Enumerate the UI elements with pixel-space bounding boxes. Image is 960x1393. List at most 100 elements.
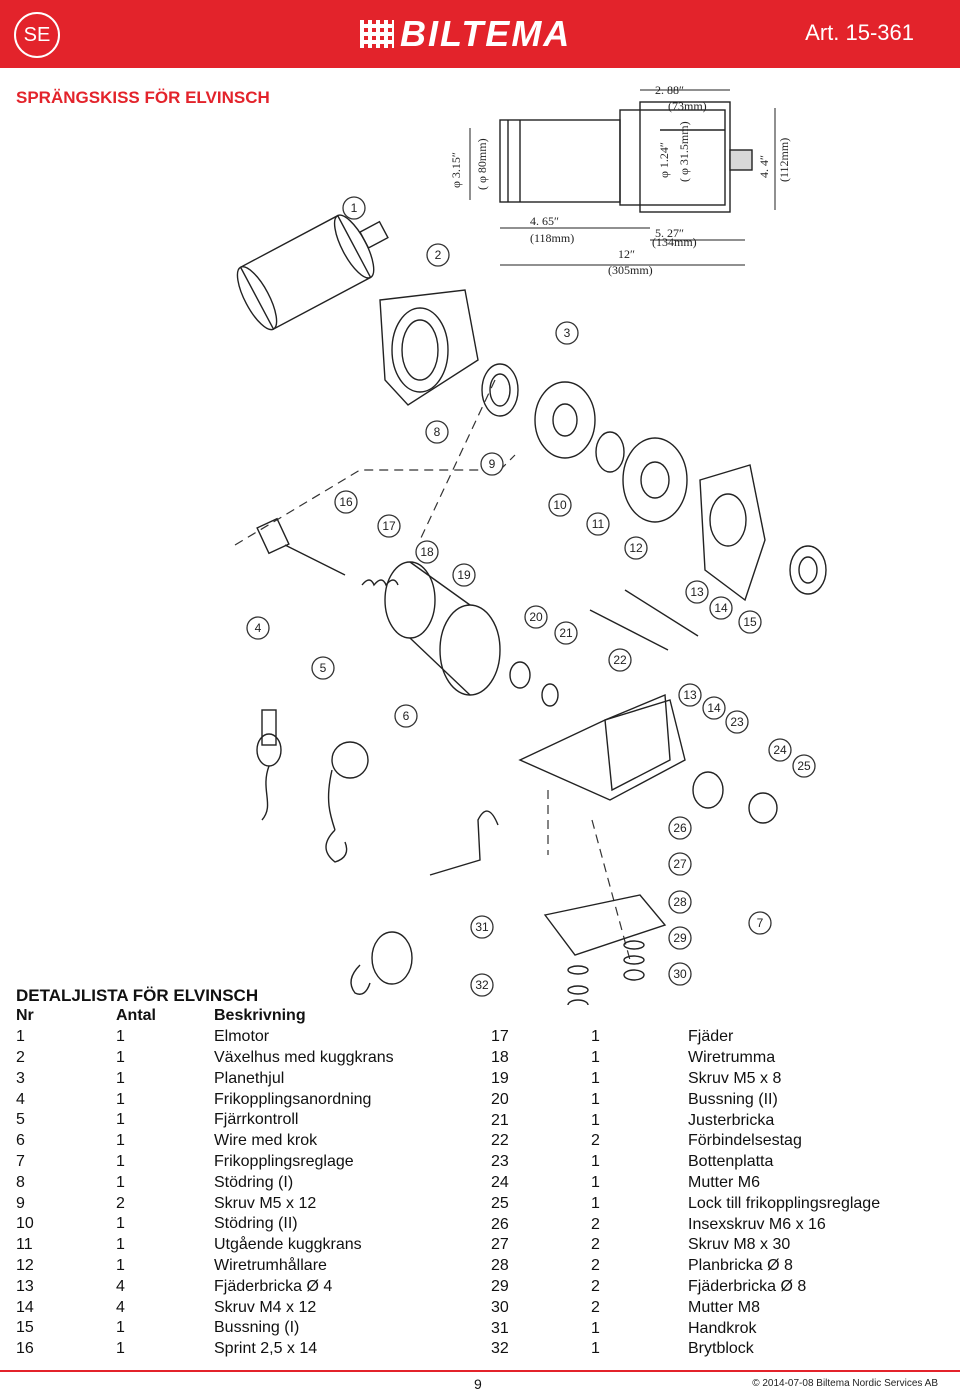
svg-text:9: 9 xyxy=(489,457,496,471)
part-quantity: 2 xyxy=(591,1277,600,1295)
callout-24: 24 xyxy=(768,738,792,762)
part-description: Planethjul xyxy=(214,1069,285,1087)
callout-23: 23 xyxy=(725,710,749,734)
guide-lines xyxy=(234,379,631,961)
svg-text:17: 17 xyxy=(382,519,396,533)
callout-2: 2 xyxy=(426,243,450,267)
part-number: 21 xyxy=(491,1111,509,1129)
svg-text:1: 1 xyxy=(351,201,358,215)
part-description: Bussning (I) xyxy=(214,1319,300,1337)
part-freewheel-shaft xyxy=(256,517,346,576)
dim-label-4: ( φ 80mm) xyxy=(475,138,489,190)
part-quantity: 2 xyxy=(591,1257,600,1275)
svg-text:30: 30 xyxy=(673,967,687,981)
dim-label-5: φ 1.24″ xyxy=(657,142,671,178)
part-number: 25 xyxy=(491,1194,509,1212)
col-desc: Beskrivning xyxy=(214,1007,306,1025)
callout-31: 31 xyxy=(470,915,494,939)
dim-label-3: φ 3.15″ xyxy=(449,152,463,188)
page-number: 9 xyxy=(474,1376,482,1392)
callout-30: 30 xyxy=(668,962,692,986)
col-qty: Antal xyxy=(116,1007,156,1025)
svg-text:29: 29 xyxy=(673,931,687,945)
part-description: Elmotor xyxy=(214,1028,270,1046)
part-quantity: 4 xyxy=(116,1277,125,1295)
parts-drawings xyxy=(236,214,827,1005)
svg-text:16: 16 xyxy=(339,495,353,509)
part-description: Handkrok xyxy=(688,1319,757,1337)
part-number: 10 xyxy=(16,1215,34,1233)
part-description: Planbricka Ø 8 xyxy=(688,1257,793,1275)
part-tie-rod-b xyxy=(624,589,699,637)
part-description: Frikopplingsanordning xyxy=(214,1090,372,1108)
svg-text:24: 24 xyxy=(773,743,787,757)
part-number: 3 xyxy=(16,1069,25,1087)
dim-label-8: (112mm) xyxy=(777,138,791,182)
part-quantity: 1 xyxy=(116,1048,125,1066)
part-quantity: 1 xyxy=(591,1111,600,1129)
callout-25: 25 xyxy=(792,754,816,778)
part-quantity: 2 xyxy=(591,1298,600,1316)
svg-text:32: 32 xyxy=(475,978,489,992)
callout-11: 11 xyxy=(586,512,610,536)
part-quantity: 1 xyxy=(591,1319,600,1337)
part-drum xyxy=(384,561,501,696)
parts-table-header: Nr Antal Beskrivning xyxy=(16,1006,474,1027)
washers-nuts xyxy=(567,940,645,1005)
svg-text:3: 3 xyxy=(564,326,571,340)
part-quantity: 1 xyxy=(116,1340,125,1358)
dim-label-1: 2. 88″ xyxy=(655,83,684,97)
svg-text:23: 23 xyxy=(730,715,744,729)
part-bushing-2 xyxy=(509,661,531,689)
part-description: Stödring (I) xyxy=(214,1173,294,1191)
dim-label-2: (73mm) xyxy=(668,99,707,113)
part-number: 31 xyxy=(491,1319,509,1337)
svg-text:14: 14 xyxy=(707,701,721,715)
dim-label-13: 12″ xyxy=(618,247,635,261)
part-number: 2 xyxy=(16,1048,25,1066)
part-description: Insexskruv M6 x 16 xyxy=(688,1215,826,1233)
dim-label-6: ( φ 31.5mm) xyxy=(677,121,691,182)
part-description: Skruv M4 x 12 xyxy=(214,1298,317,1316)
copyright: © 2014-07-08 Biltema Nordic Services AB xyxy=(752,1378,938,1389)
part-description: Skruv M5 x 8 xyxy=(688,1069,782,1087)
svg-text:10: 10 xyxy=(553,498,567,512)
callout-26: 26 xyxy=(668,816,692,840)
part-number: 23 xyxy=(491,1153,509,1171)
callout-13b: 13 xyxy=(678,683,702,707)
callout-21: 21 xyxy=(554,621,578,645)
part-quantity: 2 xyxy=(591,1215,600,1233)
svg-text:26: 26 xyxy=(673,821,687,835)
svg-text:2: 2 xyxy=(435,248,442,262)
part-quantity: 4 xyxy=(116,1298,125,1316)
part-quantity: 1 xyxy=(591,1173,600,1191)
part-wire-hook xyxy=(325,741,369,863)
part-number: 6 xyxy=(16,1132,25,1150)
callout-27: 27 xyxy=(668,852,692,876)
part-quantity: 1 xyxy=(116,1028,125,1046)
callout-13: 13 xyxy=(685,580,709,604)
part-quantity: 1 xyxy=(116,1111,125,1129)
svg-text:18: 18 xyxy=(420,545,434,559)
part-quantity: 1 xyxy=(591,1028,600,1046)
callout-7: 7 xyxy=(748,911,772,935)
part-quantity: 1 xyxy=(116,1152,125,1170)
part-number: 27 xyxy=(491,1236,509,1254)
part-description: Skruv M5 x 12 xyxy=(214,1194,317,1212)
dim-label-10: (118mm) xyxy=(530,231,574,245)
part-number: 16 xyxy=(16,1340,34,1358)
